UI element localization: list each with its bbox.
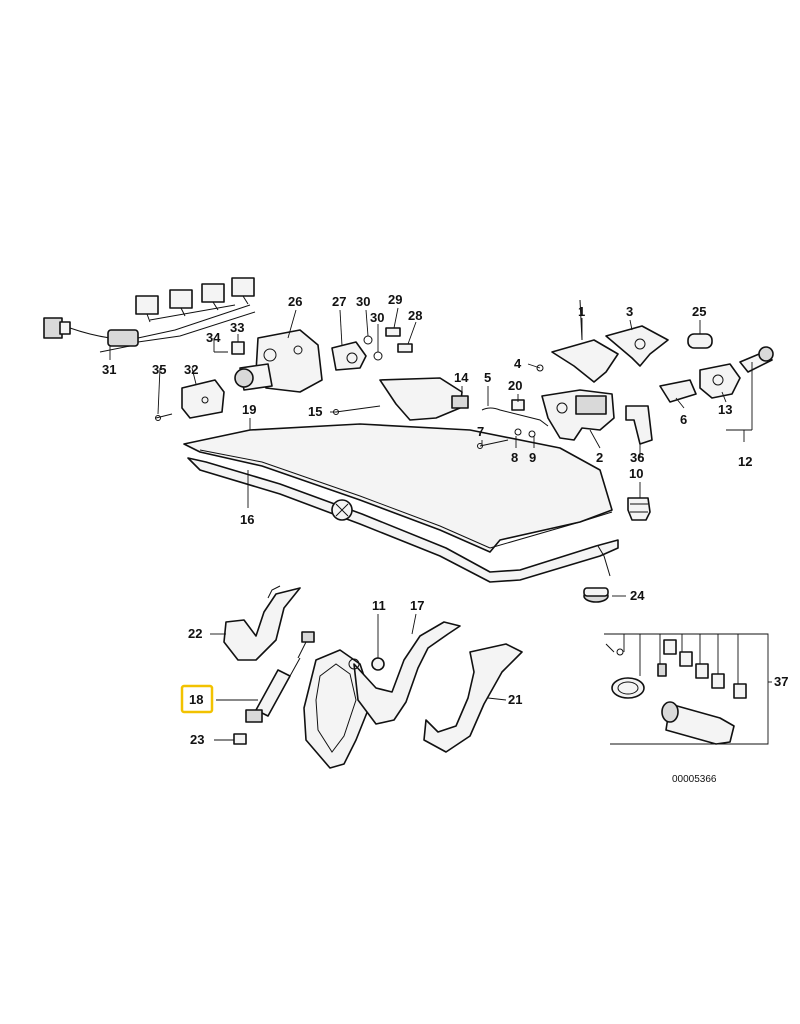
lock-center bbox=[333, 377, 549, 449]
callout-labels: 1 2 3 4 5 6 7 8 9 10 11 12 13 14 15 16 1… bbox=[102, 292, 788, 785]
hinge-striker bbox=[536, 299, 669, 441]
label-19: 19 bbox=[242, 402, 256, 417]
label-30-upper: 30 bbox=[356, 294, 370, 309]
label-4: 4 bbox=[514, 356, 522, 371]
label-34: 34 bbox=[206, 330, 221, 345]
cap bbox=[583, 587, 609, 603]
support-bracket bbox=[223, 585, 301, 661]
label-31: 31 bbox=[102, 362, 116, 377]
highlight-box bbox=[180, 684, 214, 714]
label-30-lower: 30 bbox=[370, 310, 384, 325]
label-17: 17 bbox=[410, 598, 424, 613]
label-22: 22 bbox=[188, 626, 202, 641]
label-7: 7 bbox=[477, 424, 484, 439]
label-23: 23 bbox=[190, 732, 204, 747]
lock-cylinder-group bbox=[687, 333, 774, 399]
label-9: 9 bbox=[529, 450, 536, 465]
label-18: 18 bbox=[189, 692, 203, 707]
lock-actuator bbox=[234, 329, 323, 393]
label-26: 26 bbox=[288, 294, 302, 309]
lock-set bbox=[605, 639, 747, 745]
lid-seal-frame bbox=[187, 457, 619, 583]
label-2: 2 bbox=[596, 450, 603, 465]
label-8: 8 bbox=[511, 450, 518, 465]
label-3: 3 bbox=[626, 304, 633, 319]
trunk-lid bbox=[183, 423, 613, 553]
label-6: 6 bbox=[680, 412, 687, 427]
label-27: 27 bbox=[332, 294, 346, 309]
leader-lines bbox=[109, 307, 772, 745]
wiring-harness bbox=[43, 277, 256, 353]
drawing-code: 00005366 bbox=[672, 774, 717, 785]
label-29: 29 bbox=[388, 292, 402, 307]
label-12: 12 bbox=[738, 454, 752, 469]
label-13: 13 bbox=[718, 402, 732, 417]
label-35: 35 bbox=[152, 362, 166, 377]
label-21: 21 bbox=[508, 692, 522, 707]
label-20: 20 bbox=[508, 378, 522, 393]
label-15: 15 bbox=[308, 404, 322, 419]
label-5: 5 bbox=[484, 370, 491, 385]
label-37: 37 bbox=[774, 674, 788, 689]
label-33: 33 bbox=[230, 320, 244, 335]
label-28: 28 bbox=[408, 308, 422, 323]
label-11: 11 bbox=[372, 598, 386, 613]
actuator-parts bbox=[331, 327, 413, 371]
label-1: 1 bbox=[578, 304, 585, 319]
bracket-assembly bbox=[155, 341, 245, 421]
label-24: 24 bbox=[630, 588, 645, 603]
label-16: 16 bbox=[240, 512, 254, 527]
gas-spring bbox=[233, 631, 315, 745]
label-25: 25 bbox=[692, 304, 706, 319]
label-32: 32 bbox=[184, 362, 198, 377]
label-36: 36 bbox=[630, 450, 644, 465]
label-14: 14 bbox=[454, 370, 469, 385]
hinge-bracket bbox=[423, 643, 523, 753]
hinge-arm bbox=[303, 621, 461, 769]
label-10: 10 bbox=[629, 466, 643, 481]
